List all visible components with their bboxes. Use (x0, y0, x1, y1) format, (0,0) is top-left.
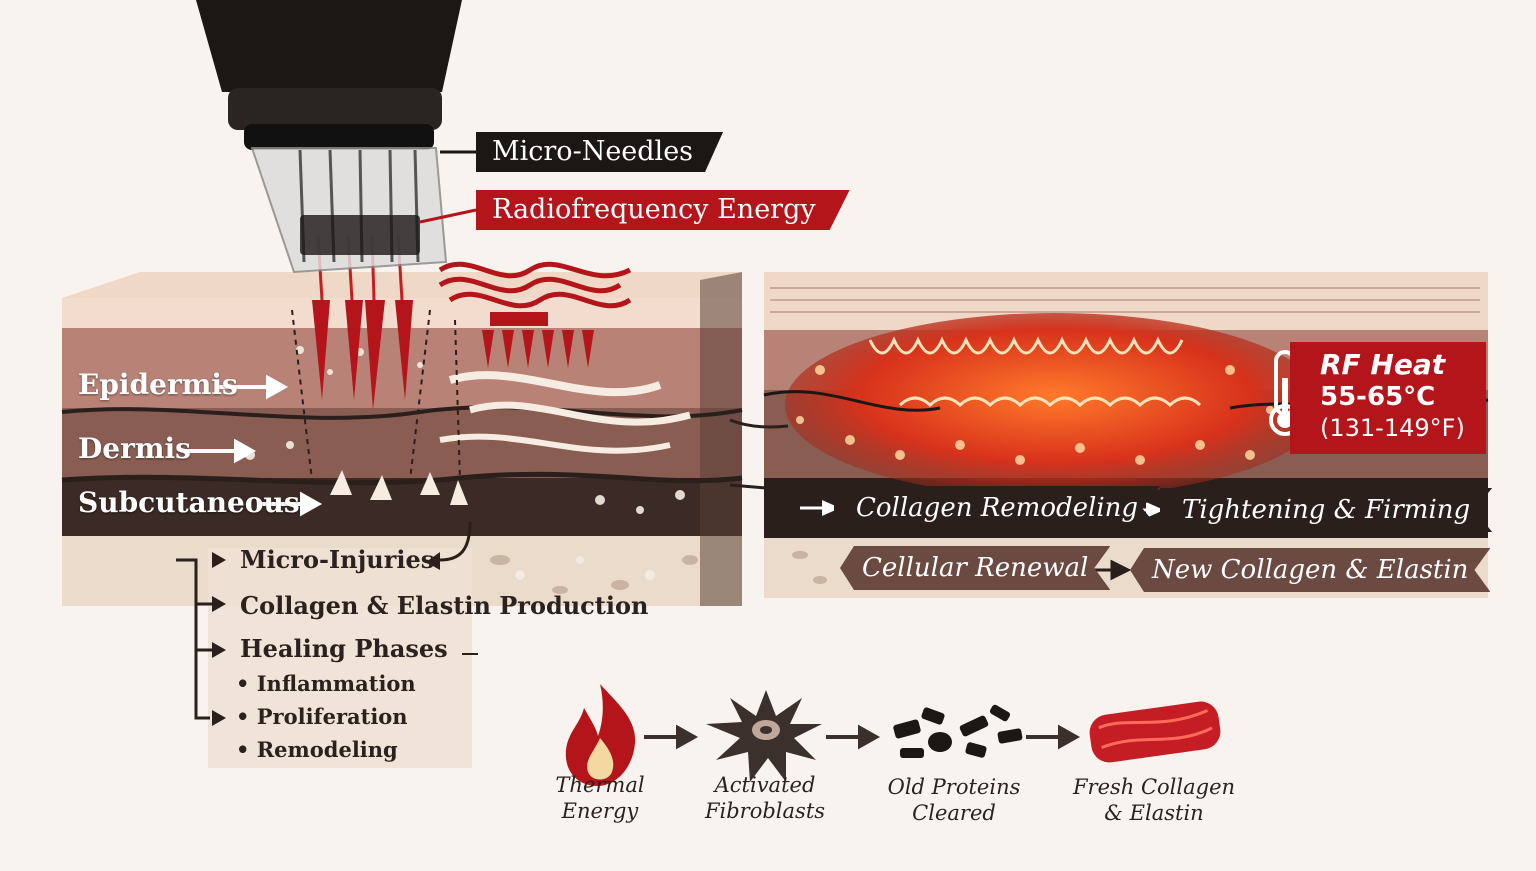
micro-needles-label: Micro-Needles (476, 132, 723, 172)
flame-icon (565, 684, 636, 786)
microneedle-device (196, 0, 462, 274)
caption-line: & Elastin (1104, 801, 1204, 825)
process-caption-fresh-collagen-elastin: Fresh Collagen & Elastin (1072, 774, 1236, 826)
rf-heat-panel: RF Heat 55-65°C (131-149°F) (1290, 342, 1486, 454)
process-caption-old-proteins-cleared: Old Proteins Cleared (876, 774, 1032, 826)
rf-heat-celsius: 55-65°C (1320, 382, 1436, 412)
phase-remodeling: • Remodeling (236, 737, 398, 762)
rf-heat-title: RF Heat (1320, 348, 1446, 381)
process-caption-thermal-energy: Thermal Energy (530, 772, 670, 824)
phase-inflammation: • Inflammation (236, 671, 416, 696)
phase-proliferation: • Proliferation (236, 704, 408, 729)
healing-flow-bracket (176, 521, 478, 768)
collagen-remodeling-banner: Collagen Remodeling (834, 486, 1160, 530)
collagen-elastin-production-step: Collagen & Elastin Production (240, 591, 649, 620)
caption-line: Old Proteins (887, 775, 1021, 799)
rf-heat-fahrenheit: (131-149°F) (1320, 414, 1465, 442)
fibroblast-icon (706, 690, 822, 782)
dermis-label: Dermis (78, 432, 191, 465)
epidermis-label: Epidermis (78, 368, 238, 401)
caption-line: Activated (714, 773, 816, 797)
caption-line: Energy (561, 799, 639, 823)
collagen-fiber-icon (1089, 701, 1221, 763)
healing-phases-step: Healing Phases (240, 634, 448, 663)
left-skin-block (61, 234, 743, 606)
cellular-renewal-banner: Cellular Renewal (840, 546, 1110, 590)
new-collagen-elastin-banner: New Collagen & Elastin (1130, 548, 1490, 592)
caption-line: Cleared (912, 801, 996, 825)
micro-injuries-step: Micro-Injuries (240, 545, 435, 574)
caption-line: Thermal (555, 773, 645, 797)
subcutaneous-label: Subcutaneous (78, 486, 300, 519)
radiofrequency-energy-label: Radiofrequency Energy (476, 190, 850, 230)
debris-icon (893, 704, 1023, 758)
caption-line: Fresh Collagen (1072, 775, 1236, 799)
tightening-firming-banner: Tightening & Firming (1160, 488, 1492, 532)
caption-line: Fibroblasts (704, 799, 826, 823)
process-caption-activated-fibroblasts: Activated Fibroblasts (690, 772, 840, 824)
